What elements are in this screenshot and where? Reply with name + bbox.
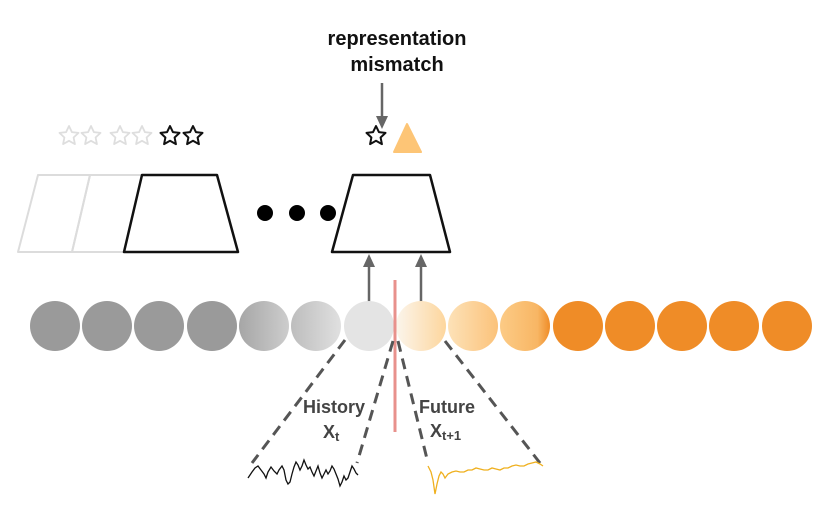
up-arrow-icon <box>363 254 375 305</box>
history-token <box>82 301 132 351</box>
faded-star-row <box>58 125 153 146</box>
history-token <box>134 301 184 351</box>
history-token <box>344 301 394 351</box>
star-icon <box>80 125 102 146</box>
future-token <box>605 301 655 351</box>
history-signal <box>247 458 359 488</box>
future-label: Future <box>419 397 475 417</box>
history-token <box>239 301 289 351</box>
faded-model-blocks <box>17 174 143 253</box>
history-symbol: Xt <box>323 422 340 444</box>
star-icon <box>131 125 153 146</box>
model-block-left <box>122 173 240 254</box>
future-token <box>762 301 812 351</box>
model-block-right <box>330 173 452 254</box>
zoom-guides <box>250 339 542 464</box>
future-signal <box>427 461 544 495</box>
future-symbol: Xt+1 <box>430 421 461 443</box>
down-arrow-icon <box>376 83 388 129</box>
history-token <box>30 301 80 351</box>
history-token <box>291 301 341 351</box>
star-icon <box>58 125 80 146</box>
future-token <box>553 301 603 351</box>
future-token <box>500 301 550 351</box>
annotation-line-1: representation <box>328 28 467 50</box>
ellipsis-dots <box>257 205 336 221</box>
annotation-line-2: mismatch <box>350 54 443 76</box>
future-token <box>709 301 759 351</box>
star-icon <box>365 125 387 146</box>
star-icon <box>159 125 181 146</box>
history-label: History <box>303 397 365 417</box>
current-star-row <box>159 125 387 146</box>
future-token <box>657 301 707 351</box>
future-token <box>448 301 498 351</box>
future-token <box>396 301 446 351</box>
token-timeline <box>30 301 812 351</box>
history-token <box>187 301 237 351</box>
triangle-icon <box>393 123 422 153</box>
star-icon <box>182 125 204 146</box>
star-icon <box>109 125 131 146</box>
up-arrow-icon <box>415 254 427 305</box>
